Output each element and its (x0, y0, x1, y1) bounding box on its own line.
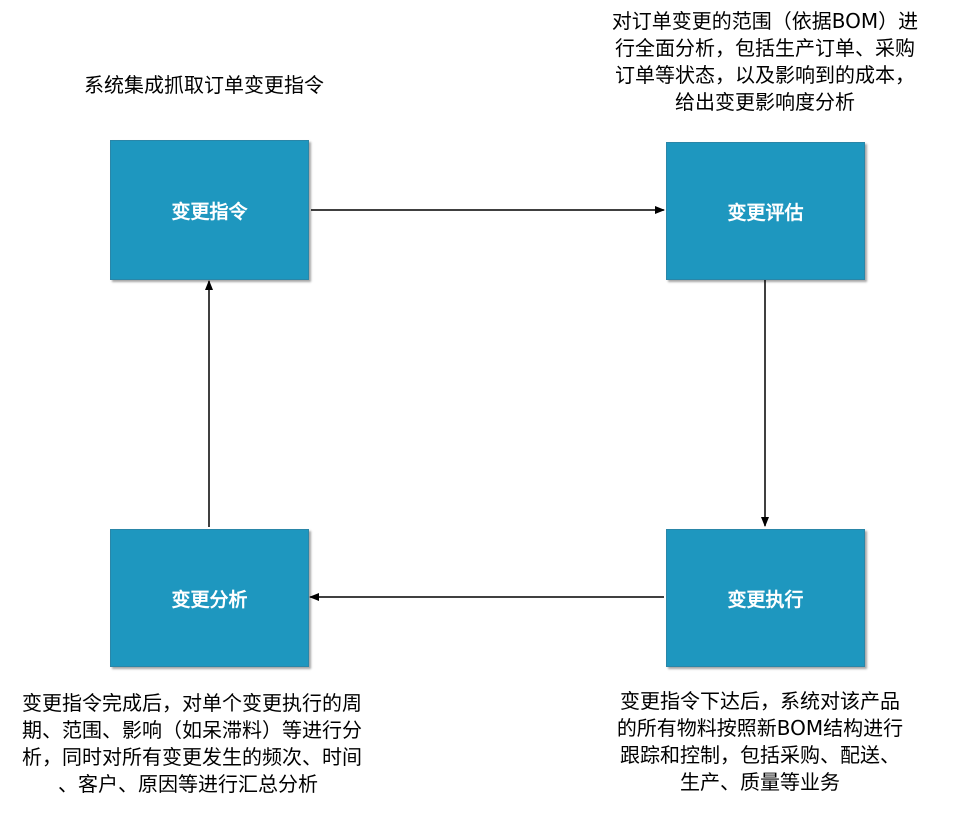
node-change-execution: 变更执行 (666, 529, 865, 667)
caption-analysis-line: 、客户、原因等进行汇总分析 (58, 772, 318, 796)
node-change-analysis-label: 变更分析 (171, 588, 248, 611)
caption-evaluation-line: 给出变更影响度分析 (675, 90, 855, 114)
caption-analysis-line: 析，同时对所有变更发生的频次、时间 (22, 745, 362, 769)
caption-analysis-line: 变更指令完成后，对单个变更执行的周 (22, 691, 362, 715)
caption-execution: 变更指令下达后，系统对该产品 的所有物料按照新BOM结构进行 跟踪和控制，包括采… (575, 688, 945, 796)
caption-command-line: 系统集成抓取订单变更指令 (84, 73, 324, 97)
caption-evaluation-line: 对订单变更的范围（依据BOM）进 (611, 9, 919, 33)
caption-analysis: 变更指令完成后，对单个变更执行的周 期、范围、影响（如呆滞料）等进行分 析，同时… (22, 690, 362, 798)
caption-evaluation-line: 行全面分析，包括生产订单、采购 (615, 36, 915, 60)
caption-analysis-line: 期、范围、影响（如呆滞料）等进行分 (22, 718, 362, 742)
node-change-command: 变更指令 (110, 140, 309, 280)
caption-execution-line: 生产、质量等业务 (680, 770, 840, 794)
caption-execution-line: 的所有物料按照新BOM结构进行 (616, 716, 904, 740)
node-change-evaluation-label: 变更评估 (727, 201, 804, 224)
caption-execution-line: 跟踪和控制，包括采购、配送、 (620, 743, 900, 767)
caption-command: 系统集成抓取订单变更指令 (84, 72, 324, 99)
node-change-execution-label: 变更执行 (727, 588, 804, 611)
caption-execution-line: 变更指令下达后，系统对该产品 (620, 689, 900, 713)
node-change-evaluation: 变更评估 (666, 142, 865, 280)
node-change-analysis: 变更分析 (110, 529, 309, 667)
caption-evaluation-line: 订单等状态，以及影响到的成本， (615, 63, 915, 87)
node-change-command-label: 变更指令 (171, 200, 248, 223)
caption-evaluation: 对订单变更的范围（依据BOM）进 行全面分析，包括生产订单、采购 订单等状态，以… (580, 8, 950, 116)
